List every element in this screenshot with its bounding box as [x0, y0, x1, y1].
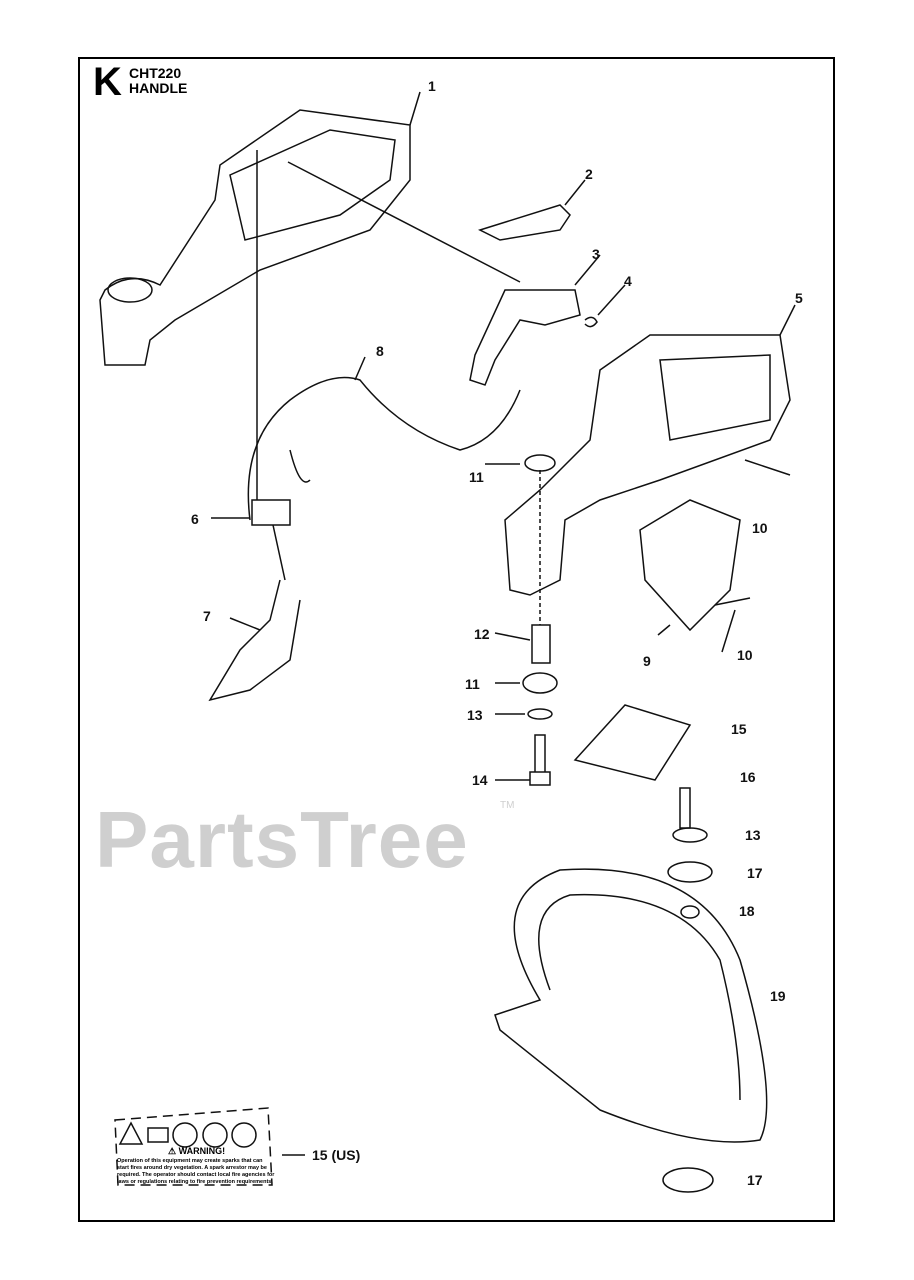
part-10-screw-2 — [714, 597, 751, 606]
watermark: PartsTree — [95, 795, 469, 884]
part-13-washer-2 — [672, 827, 708, 843]
callout-8: 8 — [376, 343, 384, 359]
section-letter: K — [93, 60, 122, 104]
callout-15: 15 — [731, 721, 747, 737]
leader-lines — [211, 91, 796, 781]
callout-17b: 17 — [747, 1172, 763, 1188]
callout-14: 14 — [472, 772, 488, 788]
warning-triangle-icon — [118, 1121, 144, 1145]
part-5-front-handle — [504, 334, 791, 596]
callout-6: 6 — [191, 511, 199, 527]
callout-2: 2 — [585, 166, 593, 182]
part-18-nut — [680, 905, 700, 919]
callout-10a: 10 — [752, 520, 768, 536]
part-16-screw — [679, 787, 691, 829]
part-11-grommet — [522, 672, 558, 694]
warning-title: ⚠ WARNING! — [168, 1146, 226, 1156]
boots-icon — [231, 1122, 257, 1148]
part-15-decal — [573, 704, 692, 781]
callout-19: 19 — [770, 988, 786, 1004]
part-10-screw — [744, 459, 791, 476]
part-7-wire — [208, 579, 301, 702]
model-number: CHT220 — [129, 65, 182, 81]
part-3-lever — [469, 289, 581, 386]
callout-15-us: 15 (US) — [312, 1147, 361, 1163]
manual-icon — [147, 1127, 169, 1143]
callout-7: 7 — [203, 608, 211, 624]
part-6-switch — [251, 499, 291, 526]
callout-4: 4 — [624, 273, 632, 289]
part-14-bolt — [529, 734, 551, 786]
gloves-icon — [202, 1122, 228, 1148]
section-title: HANDLE — [129, 80, 188, 96]
callout-18: 18 — [739, 903, 755, 919]
callout-9: 9 — [643, 653, 651, 669]
callout-11b: 11 — [465, 676, 480, 692]
callout-16: 16 — [740, 769, 756, 785]
watermark-trademark: TM — [500, 800, 515, 811]
callout-13b: 13 — [745, 827, 761, 843]
part-8-cable — [247, 376, 521, 521]
part-17-grommet-bottom — [662, 1167, 714, 1193]
callout-12: 12 — [474, 626, 490, 642]
part-12-spacer — [531, 624, 551, 664]
protective-gear-icon — [172, 1122, 198, 1148]
callout-17a: 17 — [747, 865, 763, 881]
callout-3: 3 — [592, 246, 600, 262]
part-19-loop-handle — [494, 868, 768, 1143]
callout-11a: 11 — [469, 469, 484, 485]
part-11-grommet-top — [524, 454, 556, 472]
part-1-rear-handle — [99, 109, 411, 366]
part-4-spring — [584, 316, 598, 328]
part-2-trigger — [478, 204, 571, 241]
warning-text: Operation of this equipment may create s… — [117, 1158, 275, 1185]
callout-5: 5 — [795, 290, 803, 306]
callout-1: 1 — [428, 78, 436, 94]
callout-10b: 10 — [737, 647, 753, 663]
part-9-cover — [639, 499, 741, 632]
part-17-grommet — [667, 861, 713, 883]
diagram-frame — [78, 57, 835, 1222]
callout-13a: 13 — [467, 707, 483, 723]
part-15us-warning-decal — [114, 1107, 273, 1186]
part-13-washer — [527, 708, 553, 720]
